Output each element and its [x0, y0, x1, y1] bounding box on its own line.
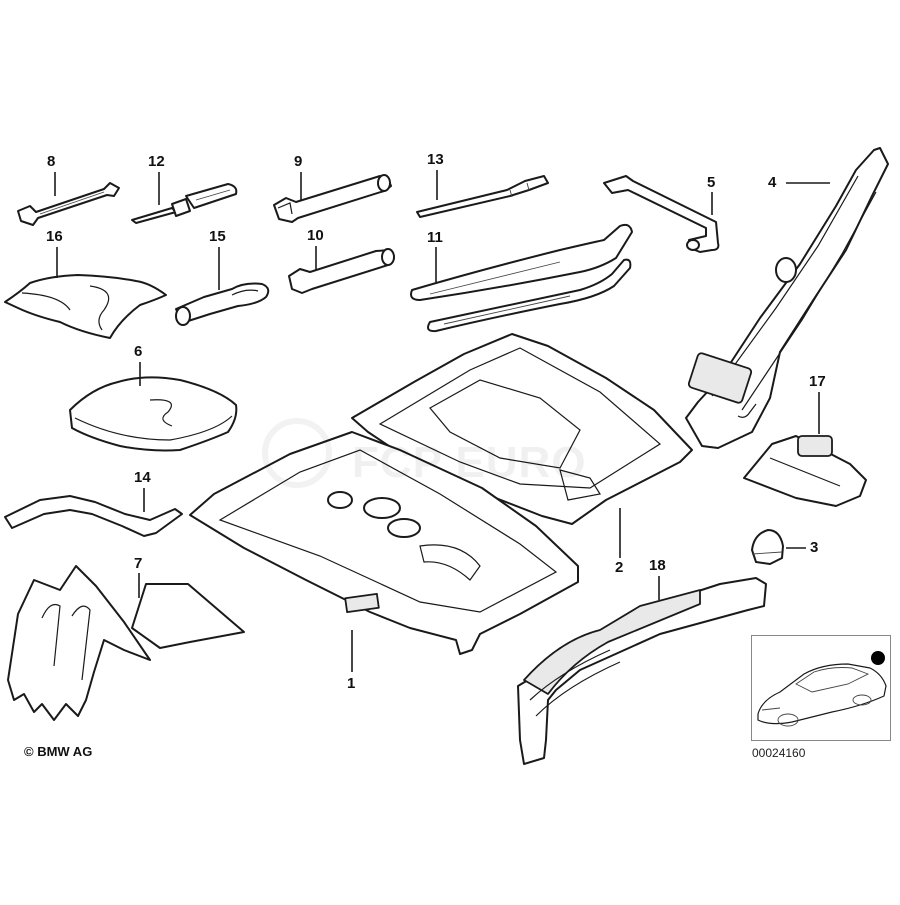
- callout-10: 10: [307, 227, 324, 244]
- part-4-jack: [685, 147, 889, 449]
- callout-18: 18: [649, 557, 666, 574]
- callout-3: 3: [810, 539, 819, 556]
- part-18-warning-triangle: [517, 577, 767, 765]
- callout-6: 6: [134, 343, 143, 360]
- part-10-socket: [288, 248, 395, 294]
- callout-7: 7: [134, 555, 143, 572]
- part-15-towing-eye: [175, 282, 270, 326]
- part-13-rod: [416, 175, 549, 218]
- callout-1: 1: [347, 675, 356, 692]
- callout-4: 4: [768, 174, 777, 191]
- watermark-logo: [262, 418, 332, 488]
- inset-car-view: [751, 635, 891, 741]
- part-9-socket-bar: [273, 174, 392, 223]
- callout-12: 12: [148, 153, 165, 170]
- callout-16: 16: [46, 228, 63, 245]
- callout-2: 2: [615, 559, 624, 576]
- car-outline: [757, 651, 887, 727]
- callout-5: 5: [707, 174, 716, 191]
- copyright-label: © BMW AG: [24, 744, 93, 759]
- part-17-lamp: [743, 435, 867, 507]
- part-14-bent-rod: [4, 495, 183, 537]
- part-8-wrench: [17, 182, 120, 226]
- part-7-wheel-chock: [7, 565, 245, 721]
- part-6-bag: [69, 376, 238, 452]
- part-16-cloth: [4, 274, 167, 339]
- callout-8: 8: [47, 153, 56, 170]
- part-3-cap: [751, 529, 784, 565]
- part-5-crank-handle: [603, 175, 720, 253]
- part-12-screwdriver: [131, 183, 238, 224]
- part-1-floor-tray: [189, 431, 579, 655]
- callout-15: 15: [209, 228, 226, 245]
- callout-11: 11: [427, 229, 443, 246]
- location-dot: [871, 651, 885, 665]
- callout-9: 9: [294, 153, 303, 170]
- part-11-pliers: [410, 223, 633, 333]
- callout-17: 17: [809, 373, 826, 390]
- document-number: 00024160: [752, 746, 806, 760]
- watermark-text: FCP EURO: [352, 438, 587, 487]
- callout-13: 13: [427, 151, 444, 168]
- leader-lines: [54, 170, 830, 672]
- callout-14: 14: [134, 469, 151, 486]
